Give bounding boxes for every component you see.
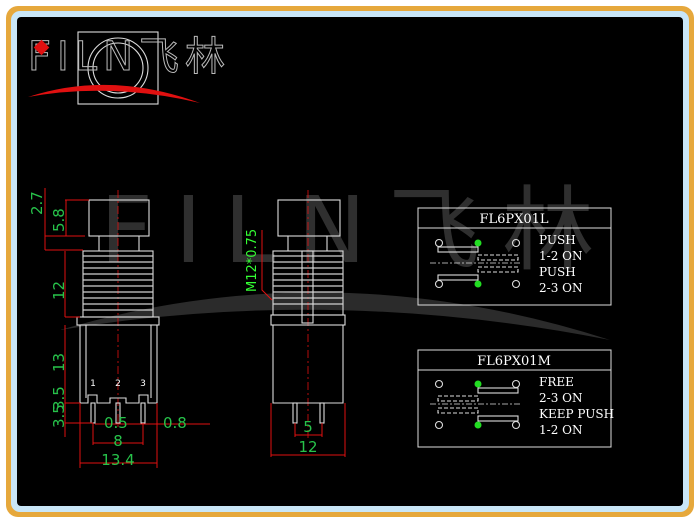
schematic-fl6px01m: FL6PX01M FREE 2-3 ON KEEP PUSH 1-2 ON [417, 349, 614, 448]
dim-pin-a: 3.5 [50, 386, 68, 410]
schematic-line: 1-2 ON [539, 423, 582, 437]
dim-cap-top: 2.7 [28, 191, 46, 215]
schematic-title: FL6PX01M [477, 354, 551, 369]
dim-pin-b: 3.5 [50, 404, 68, 428]
schematic-fl6px01l: FL6PX01L PUSH 1-2 ON PUSH 2-3 ON [417, 207, 612, 306]
thread-label: M12*0.75 [245, 229, 260, 292]
schematic-line: PUSH [539, 233, 576, 247]
dim-body: 13 [50, 353, 68, 372]
left-view: 1 2 3 2.7 5.8 12 13 3.5 3.5 0.5 0.8 8 13… [28, 188, 210, 469]
schematic-line: 2-3 ON [539, 391, 582, 405]
schematic-line: KEEP PUSH [539, 407, 614, 421]
pin-label-2: 2 [115, 379, 121, 389]
dim-pin-pitch: 5 [303, 418, 313, 436]
drawing-canvas [17, 17, 683, 506]
dim-pin-width: 0.5 [104, 414, 128, 432]
right-view: M12*0.75 5 12 [245, 190, 346, 457]
schematic-line: FREE [539, 375, 574, 389]
watermark: FILN飞林 [60, 177, 616, 340]
logo-text: FILN飞林 [28, 34, 231, 80]
dim-thread: 12 [50, 281, 68, 300]
dim-cap: 5.8 [50, 208, 68, 232]
schematic-line: 1-2 ON [539, 249, 582, 263]
logo-swoosh [28, 84, 200, 103]
dim-width: 13.4 [101, 451, 134, 469]
dim-pin-thick: 0.8 [163, 414, 187, 432]
schematic-line: PUSH [539, 265, 576, 279]
dim-pitch: 8 [113, 432, 123, 450]
schematic-title: FL6PX01L [479, 212, 548, 227]
logo-diamond-icon [33, 39, 50, 56]
schematic-line: 2-3 ON [539, 281, 582, 295]
dim-right-width: 12 [298, 438, 317, 456]
pin-label-3: 3 [140, 379, 146, 389]
pin-label-1: 1 [90, 379, 96, 389]
watermark-text: FILN飞林 [100, 177, 616, 284]
logo: FILN飞林 [28, 31, 231, 105]
